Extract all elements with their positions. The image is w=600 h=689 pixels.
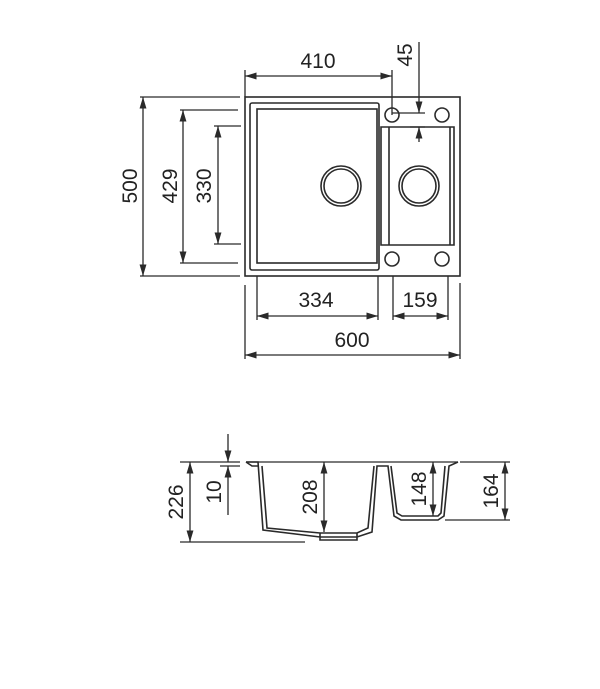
side-view: 226 10 208 148 164 — [165, 434, 510, 543]
dim-429: 429 — [159, 168, 182, 203]
sink-outline — [244, 96, 461, 277]
main-bowl-inner — [256, 108, 378, 264]
dim-45: 45 — [394, 43, 417, 66]
dim-330: 330 — [193, 168, 216, 203]
tap-hole-icon — [434, 251, 450, 267]
dim-164: 164 — [480, 473, 503, 508]
dim-10: 10 — [203, 480, 226, 503]
main-drain-icon — [320, 165, 362, 207]
main-bowl-outer — [249, 102, 380, 271]
dim-226: 226 — [165, 484, 188, 519]
top-view: 410 45 500 429 330 334 159 600 — [119, 42, 461, 359]
dim-600: 600 — [334, 329, 369, 352]
dim-148: 148 — [408, 471, 431, 506]
small-drain-icon — [398, 165, 440, 207]
dim-410: 410 — [300, 50, 335, 73]
dim-208: 208 — [299, 479, 322, 514]
dim-334: 334 — [298, 289, 333, 312]
tap-hole-icon — [384, 251, 400, 267]
dim-500: 500 — [119, 168, 142, 203]
tap-hole-icon — [434, 107, 450, 123]
small-bowl — [380, 126, 455, 246]
dim-159: 159 — [402, 289, 437, 312]
